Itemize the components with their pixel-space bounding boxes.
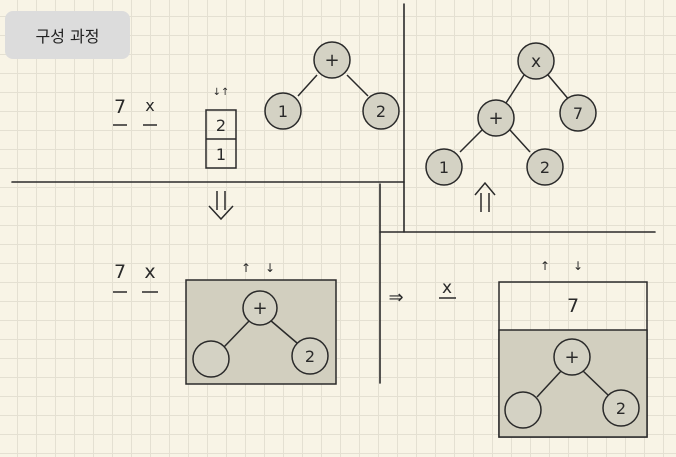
swap-arrows-icon: ↓↑	[213, 87, 230, 98]
queue-item-7: 7	[114, 261, 126, 283]
stack-item: 2	[216, 116, 226, 135]
queue-item-x: x	[442, 278, 452, 298]
svg-text:1: 1	[278, 102, 288, 121]
arrow-up-icon: ↑	[540, 259, 550, 273]
tree-node-left-left	[425, 148, 463, 186]
tree-node-right	[362, 92, 400, 130]
double-arrow-down-icon	[208, 191, 234, 221]
svg-text:2: 2	[616, 399, 626, 418]
svg-text:x: x	[531, 52, 541, 72]
tree-node-root	[553, 338, 591, 376]
queue-item-x: x	[145, 96, 154, 115]
tree-node-left-empty	[504, 391, 542, 429]
tree-node-left-empty	[192, 340, 230, 378]
svg-text:+: +	[564, 347, 579, 368]
arrow-up-icon: ↑	[241, 261, 251, 275]
scene-4: x + 7 1 2	[425, 42, 597, 186]
queue-item-7: 7	[114, 96, 126, 118]
tree-node-root	[242, 290, 278, 326]
tree-node-right	[602, 389, 640, 427]
svg-text:2: 2	[305, 347, 315, 366]
tree-node-right	[559, 94, 597, 132]
tree-node-root	[313, 41, 351, 79]
tree-node-right	[291, 337, 329, 375]
stack-top-item: 7	[567, 295, 579, 317]
tree-node-left-right	[526, 148, 564, 186]
implies-arrow-icon: ⇒	[388, 287, 403, 308]
svg-text:2: 2	[376, 102, 386, 121]
arrow-down-icon: ↓	[573, 259, 583, 273]
tree-node-left	[264, 92, 302, 130]
queue-item-x: x	[144, 261, 155, 283]
title-button[interactable]: 구성 과정	[5, 11, 130, 59]
stack-item: 1	[216, 145, 226, 164]
tree-node-root	[517, 42, 555, 80]
scene-2: 7 x ↑ ↓ + 2	[113, 261, 337, 385]
svg-text:+: +	[252, 298, 267, 319]
svg-text:1: 1	[439, 158, 449, 177]
double-arrow-up-icon	[474, 181, 496, 212]
svg-text:+: +	[324, 50, 339, 71]
svg-text:7: 7	[573, 104, 583, 123]
arrow-down-icon: ↓	[265, 261, 275, 275]
scene-1: 7 x ↓↑ 2 1 + 1 2	[113, 41, 400, 169]
svg-text:+: +	[488, 108, 503, 129]
tree-node-left	[477, 99, 515, 137]
svg-text:2: 2	[540, 158, 550, 177]
scene-3: x ↑ ↓ 7 + 2	[439, 259, 648, 438]
